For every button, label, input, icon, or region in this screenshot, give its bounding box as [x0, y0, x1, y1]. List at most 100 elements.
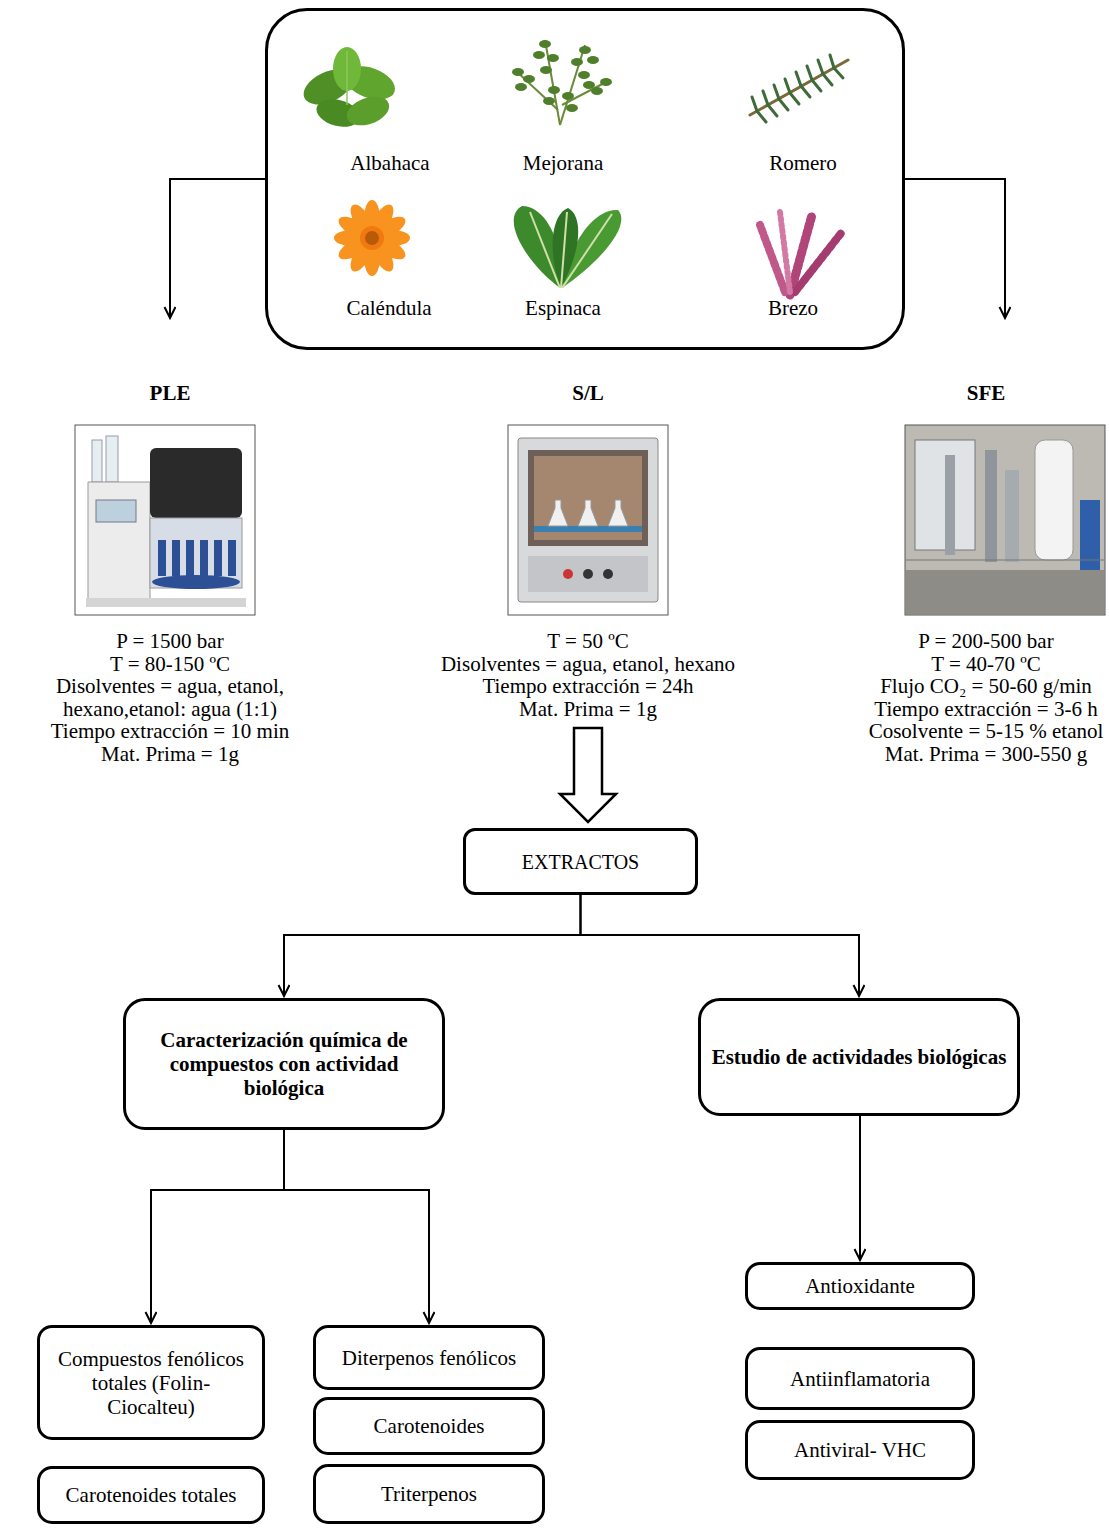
- heather-image-part: [780, 212, 790, 292]
- ple-instrument-photo-part-part: [158, 540, 166, 576]
- box-label: Diterpenos fenólicos: [342, 1346, 516, 1370]
- method-parameter: Mat. Prima = 1g: [398, 698, 778, 721]
- marjoram-image: [512, 40, 612, 125]
- analysis-box: Carotenoides totales: [37, 1466, 265, 1524]
- shaker-incubator-photo-part: [548, 500, 628, 526]
- marjoram-image-part: [515, 40, 610, 125]
- method-title: PLE: [20, 380, 320, 406]
- method-column: S/LT = 50 ºCDisolventes = agua, etanol, …: [398, 320, 778, 720]
- marjoram-image-part-part: [600, 78, 612, 86]
- shaker-incubator-photo-part: [518, 438, 658, 602]
- shaker-incubator-photo-part-part: [578, 500, 598, 526]
- box-label: EXTRACTOS: [522, 850, 639, 874]
- shaker-incubator-photo-part: [508, 425, 668, 615]
- marjoram-image-part-part: [562, 92, 574, 100]
- ple-instrument-photo-part-part: [186, 540, 194, 576]
- shaker-incubator-photo-part-part: [548, 500, 568, 526]
- activity-box: Antioxidante: [745, 1262, 975, 1310]
- method-parameter: Cosolvente = 5-15 % etanol: [866, 720, 1106, 743]
- calendula-image-part: [360, 226, 384, 250]
- shaker-incubator-photo-part: [603, 569, 613, 579]
- ple-instrument-photo-part: [88, 482, 150, 600]
- spinach-image-part: [530, 212, 612, 288]
- method-parameter: Mat. Prima = 1g: [20, 743, 320, 766]
- heather-image: [760, 212, 842, 295]
- rosemary-image-part-part: [830, 55, 834, 68]
- box-label: Carotenoides: [374, 1414, 485, 1438]
- ple-instrument-photo-part: [158, 540, 236, 576]
- block-arrow: [560, 728, 616, 822]
- calendula-image-part: [365, 231, 379, 245]
- method-parameter: Tiempo extracción = 3-6 h: [866, 698, 1106, 721]
- rosemary-image-part-part: [768, 105, 777, 116]
- sfe-plant-photo-part: [1005, 470, 1019, 562]
- method-parameter: P = 200-500 bar: [866, 630, 1106, 653]
- ple-instrument-photo-part: [75, 425, 255, 615]
- marjoram-image-part-part: [587, 56, 599, 64]
- method-parameter: P = 1500 bar: [20, 630, 320, 653]
- shaker-incubator-photo-part-part: [608, 500, 628, 526]
- shaker-incubator-photo-part: [563, 569, 573, 579]
- rosemary-image-part-part: [790, 93, 799, 104]
- analysis-box: Compuestos fenólicos totales (Folin-Cioc…: [37, 1325, 265, 1440]
- marjoram-image-part-part: [545, 40, 560, 125]
- marjoram-image-part-part: [523, 75, 535, 83]
- method-column: SFEP = 200-500 barT = 40-70 ºCFlujo CO₂ …: [866, 320, 1106, 765]
- activity-box: Antiviral- VHC: [745, 1420, 975, 1480]
- rosemary-image-part-part: [752, 97, 757, 111]
- arrow-connector: [151, 1130, 284, 1323]
- category-box: Estudio de actividades biológicas: [698, 998, 1020, 1116]
- shaker-incubator-photo: [508, 425, 668, 615]
- ple-instrument-photo-part-part: [172, 540, 180, 576]
- method-parameter: T = 50 ºC: [398, 630, 778, 653]
- ple-instrument-photo-part: [152, 575, 240, 589]
- box-label: Compuestos fenólicos totales (Folin-Cioc…: [50, 1347, 252, 1419]
- calendula-image-part: [334, 200, 410, 276]
- ple-instrument-photo: [75, 425, 255, 615]
- spinach-image-part-part: [561, 212, 567, 288]
- marjoram-image-part-part: [566, 104, 578, 112]
- marjoram-image-part-part: [540, 66, 552, 74]
- shaker-incubator-photo-part: [528, 450, 648, 546]
- shaker-incubator-photo-part: [534, 456, 642, 540]
- marjoram-image-part-part: [560, 45, 585, 125]
- method-parameter: Tiempo extracción = 24h: [398, 675, 778, 698]
- plant-label: Romero: [703, 151, 903, 175]
- rosemary-image-part: [752, 55, 843, 122]
- marjoram-image-part-part: [543, 97, 555, 105]
- rosemary-image-part: [750, 60, 848, 115]
- ple-instrument-photo-part: [150, 518, 242, 588]
- calendula-image: [334, 200, 410, 276]
- arrow-connector: [284, 1130, 429, 1323]
- sfe-plant-photo-part: [905, 425, 1105, 615]
- ple-instrument-photo-part-part: [228, 540, 236, 576]
- ple-instrument-photo-part: [86, 598, 246, 607]
- analysis-box: Triterpenos: [313, 1464, 545, 1524]
- marjoram-image-part-part: [515, 83, 527, 91]
- plant-panel: AlbahacaMejoranaRomeroCaléndulaEspinacaB…: [265, 8, 905, 350]
- rosemary-image: [750, 55, 848, 122]
- marjoram-image-part-part: [583, 81, 595, 89]
- box-label: Estudio de actividades biológicas: [712, 1045, 1007, 1069]
- method-parameter: Mat. Prima = 300-550 g: [866, 743, 1106, 766]
- plant-label: Espinaca: [463, 296, 663, 320]
- marjoram-image-part-part: [547, 54, 559, 62]
- basil-image: [298, 47, 399, 131]
- rosemary-image-part-part: [774, 85, 779, 99]
- category-box: Caracterización química de compuestos co…: [123, 998, 445, 1130]
- rosemary-image-part-part: [796, 72, 801, 86]
- spinach-image-part-part: [562, 214, 612, 288]
- method-parameter: Disolventes = agua, etanol, hexano: [398, 653, 778, 676]
- activity-box: Antiinflamatoria: [745, 1347, 975, 1410]
- marjoram-image-part-part: [578, 71, 590, 79]
- rosemary-image-part-part: [834, 68, 843, 78]
- box-label: Triterpenos: [381, 1482, 477, 1506]
- ple-instrument-photo-part: [106, 436, 118, 482]
- plant-label: Albahaca: [290, 151, 490, 175]
- rosemary-image-part-part: [807, 66, 812, 80]
- marjoram-image-part-part: [539, 40, 551, 48]
- arrow-connector: [170, 179, 265, 318]
- box-label: Antiviral- VHC: [794, 1438, 926, 1462]
- arrow-connector: [859, 1116, 861, 1260]
- ple-instrument-photo-part-part: [214, 540, 222, 576]
